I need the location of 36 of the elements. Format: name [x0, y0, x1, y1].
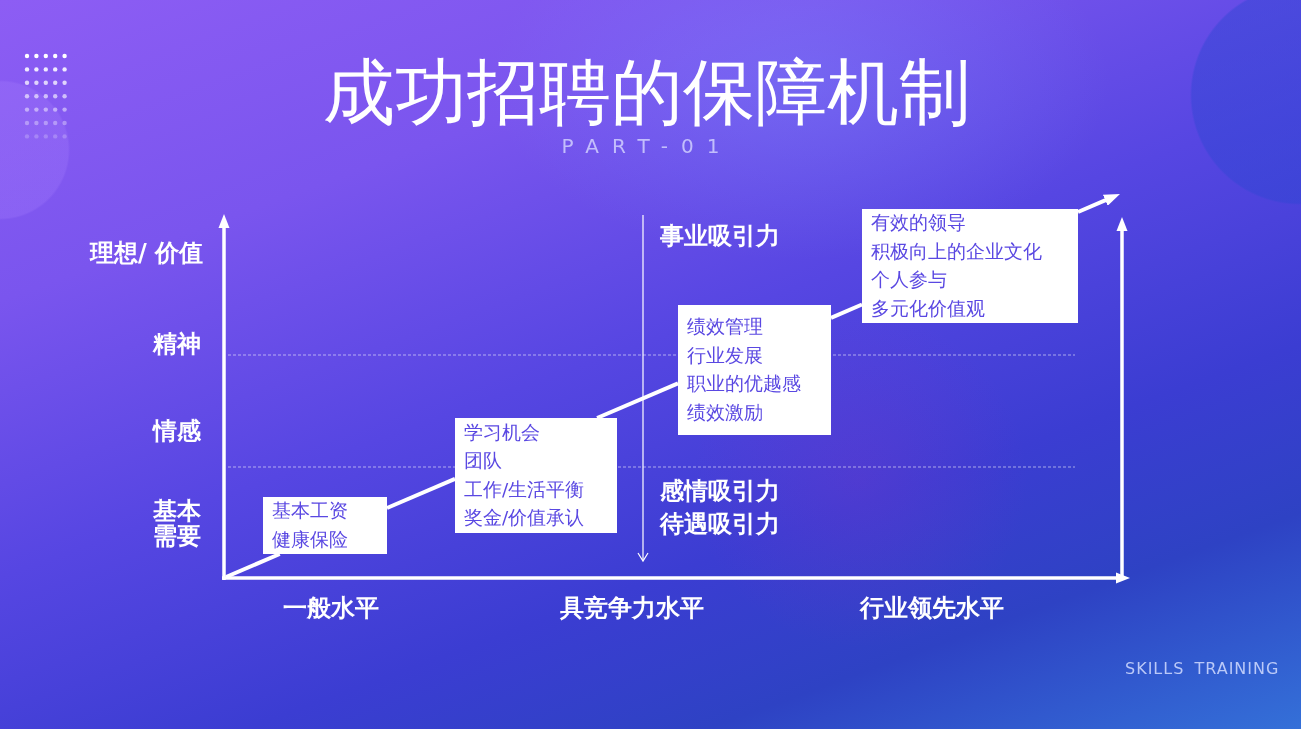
attraction-label: 事业吸引力 [660, 222, 780, 250]
connector-line [225, 552, 281, 579]
x-axis-label: 行业领先水平 [860, 594, 1004, 622]
arrow [1077, 193, 1120, 214]
info-card [263, 497, 387, 554]
info-card [862, 209, 1078, 323]
y-axis-label: 情感 [153, 417, 201, 445]
subtitle-text: PART-01 [561, 134, 733, 158]
footer-text: SKILLS TRAINING [1125, 659, 1280, 679]
attraction-label: 感情吸引力 [660, 477, 780, 505]
x-axis-label: 一般水平 [283, 594, 379, 622]
list-item-text: 基本工资 [272, 499, 349, 523]
list-item-text: 行业发展 [687, 343, 764, 368]
list-item-text: 健康保险 [272, 527, 349, 552]
list-item-text: 学习机会 [464, 420, 541, 445]
list-item-text: 多元化价值观 [871, 296, 986, 321]
info-card [678, 305, 831, 435]
connector-line [596, 381, 679, 420]
list-item-text: 工作/生活平衡 [464, 477, 586, 502]
attraction-label: 待遇吸引力 [660, 510, 780, 538]
info-card [455, 418, 617, 533]
list-item-text: 积极向上的企业文化 [871, 239, 1043, 264]
connector-line [386, 477, 456, 510]
list-item-text: 个人参与 [871, 268, 948, 292]
list-item-text: 团队 [464, 449, 503, 473]
y-axis-label: 精神 [153, 330, 201, 358]
list-item-text: 奖金/价值承认 [464, 506, 586, 530]
list-item-text: 绩效激励 [687, 400, 764, 425]
y-axis-label: 理想/ 价值 [90, 239, 204, 267]
list-item-text: 职业的优越感 [687, 372, 802, 396]
slide-title: 成功招聘的保障机制 [323, 49, 971, 135]
list-item-text: 绩效管理 [687, 315, 764, 339]
list-item-text: 有效的领导 [871, 211, 967, 235]
x-axis-label: 具竞争力水平 [560, 594, 704, 622]
y-axis-label: 基本需要 [153, 499, 202, 549]
connector-line [830, 302, 863, 320]
